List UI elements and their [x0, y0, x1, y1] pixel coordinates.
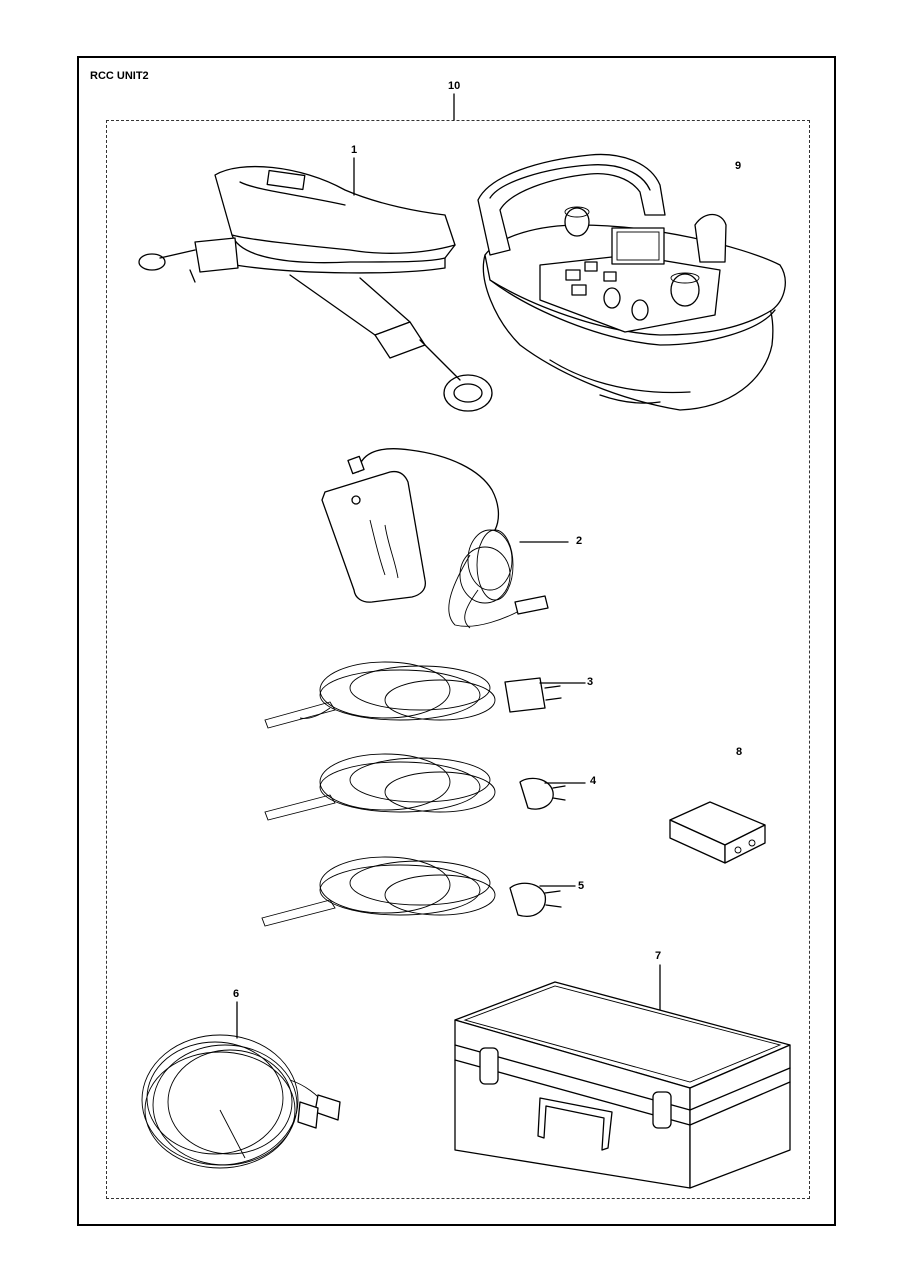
power-cord-illustration: [261, 856, 576, 927]
callout-5: 5: [578, 880, 585, 892]
kit-boundary-dashed: [106, 120, 810, 1199]
callout-3: 3: [587, 676, 594, 688]
callout-2: 2: [576, 535, 583, 547]
battery-module-illustration: [669, 801, 766, 864]
power-cord-illustration: [264, 753, 586, 821]
diagram-title: RCC UNIT2: [90, 70, 149, 82]
callout-9: 9: [735, 160, 742, 172]
charger-illustration: [321, 448, 569, 629]
callout-10: 10: [448, 80, 461, 92]
callout-7: 7: [655, 950, 662, 962]
page-frame: [77, 56, 836, 1226]
coiled-cable-illustration: [141, 1001, 341, 1169]
callout-1: 1: [351, 144, 358, 156]
power-cord-illustration: [264, 661, 586, 729]
callout-4: 4: [590, 775, 597, 787]
callout-6: 6: [233, 988, 240, 1000]
shoulder-strap-illustration: [138, 157, 493, 412]
carrying-case-illustration: [454, 964, 791, 1189]
callout-8: 8: [736, 746, 743, 758]
remote-control-illustration: [477, 153, 786, 411]
